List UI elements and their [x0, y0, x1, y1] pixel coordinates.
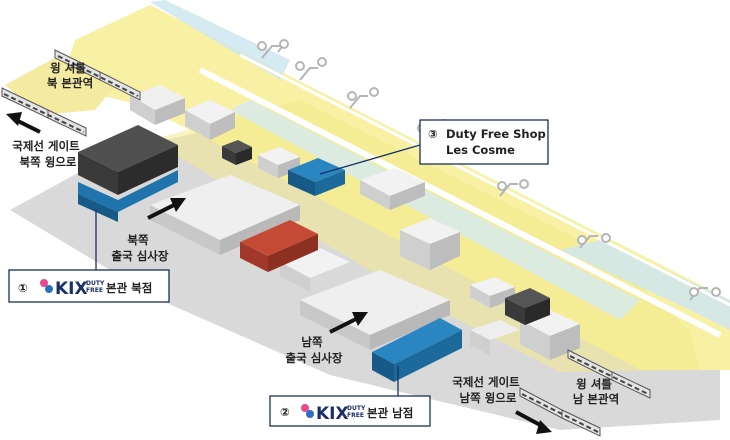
callout-shop-les-cosme[interactable]: ③ Duty Free Shop Les Cosme	[420, 120, 550, 164]
label-wing-south-station: 윙 셔틀 남 본관역	[573, 377, 619, 406]
callout-number-3: ③	[428, 127, 438, 141]
callout-name-2: 본관 남점	[367, 406, 413, 420]
kix-wordmark-2: KIX	[316, 404, 349, 424]
kix-wordmark-1: KIX	[55, 279, 88, 299]
callout-name-1: 본관 북점	[106, 281, 152, 295]
label-intl-gate-north: 국제선 게이트 북쪽 윙으로	[12, 139, 84, 169]
callout-shop-kix-north[interactable]: ① KIX DUTY FREE 본관 북점	[9, 270, 169, 302]
arrow-to-north-wing	[6, 112, 40, 132]
callout-shop-kix-south[interactable]: ② KIX DUTY FREE 본관 남점	[270, 396, 430, 426]
callout-number-2: ②	[280, 405, 290, 419]
label-wing-north-station: 윙 셔틀 북 본관역	[47, 61, 93, 90]
callout-number-1: ①	[18, 281, 28, 295]
